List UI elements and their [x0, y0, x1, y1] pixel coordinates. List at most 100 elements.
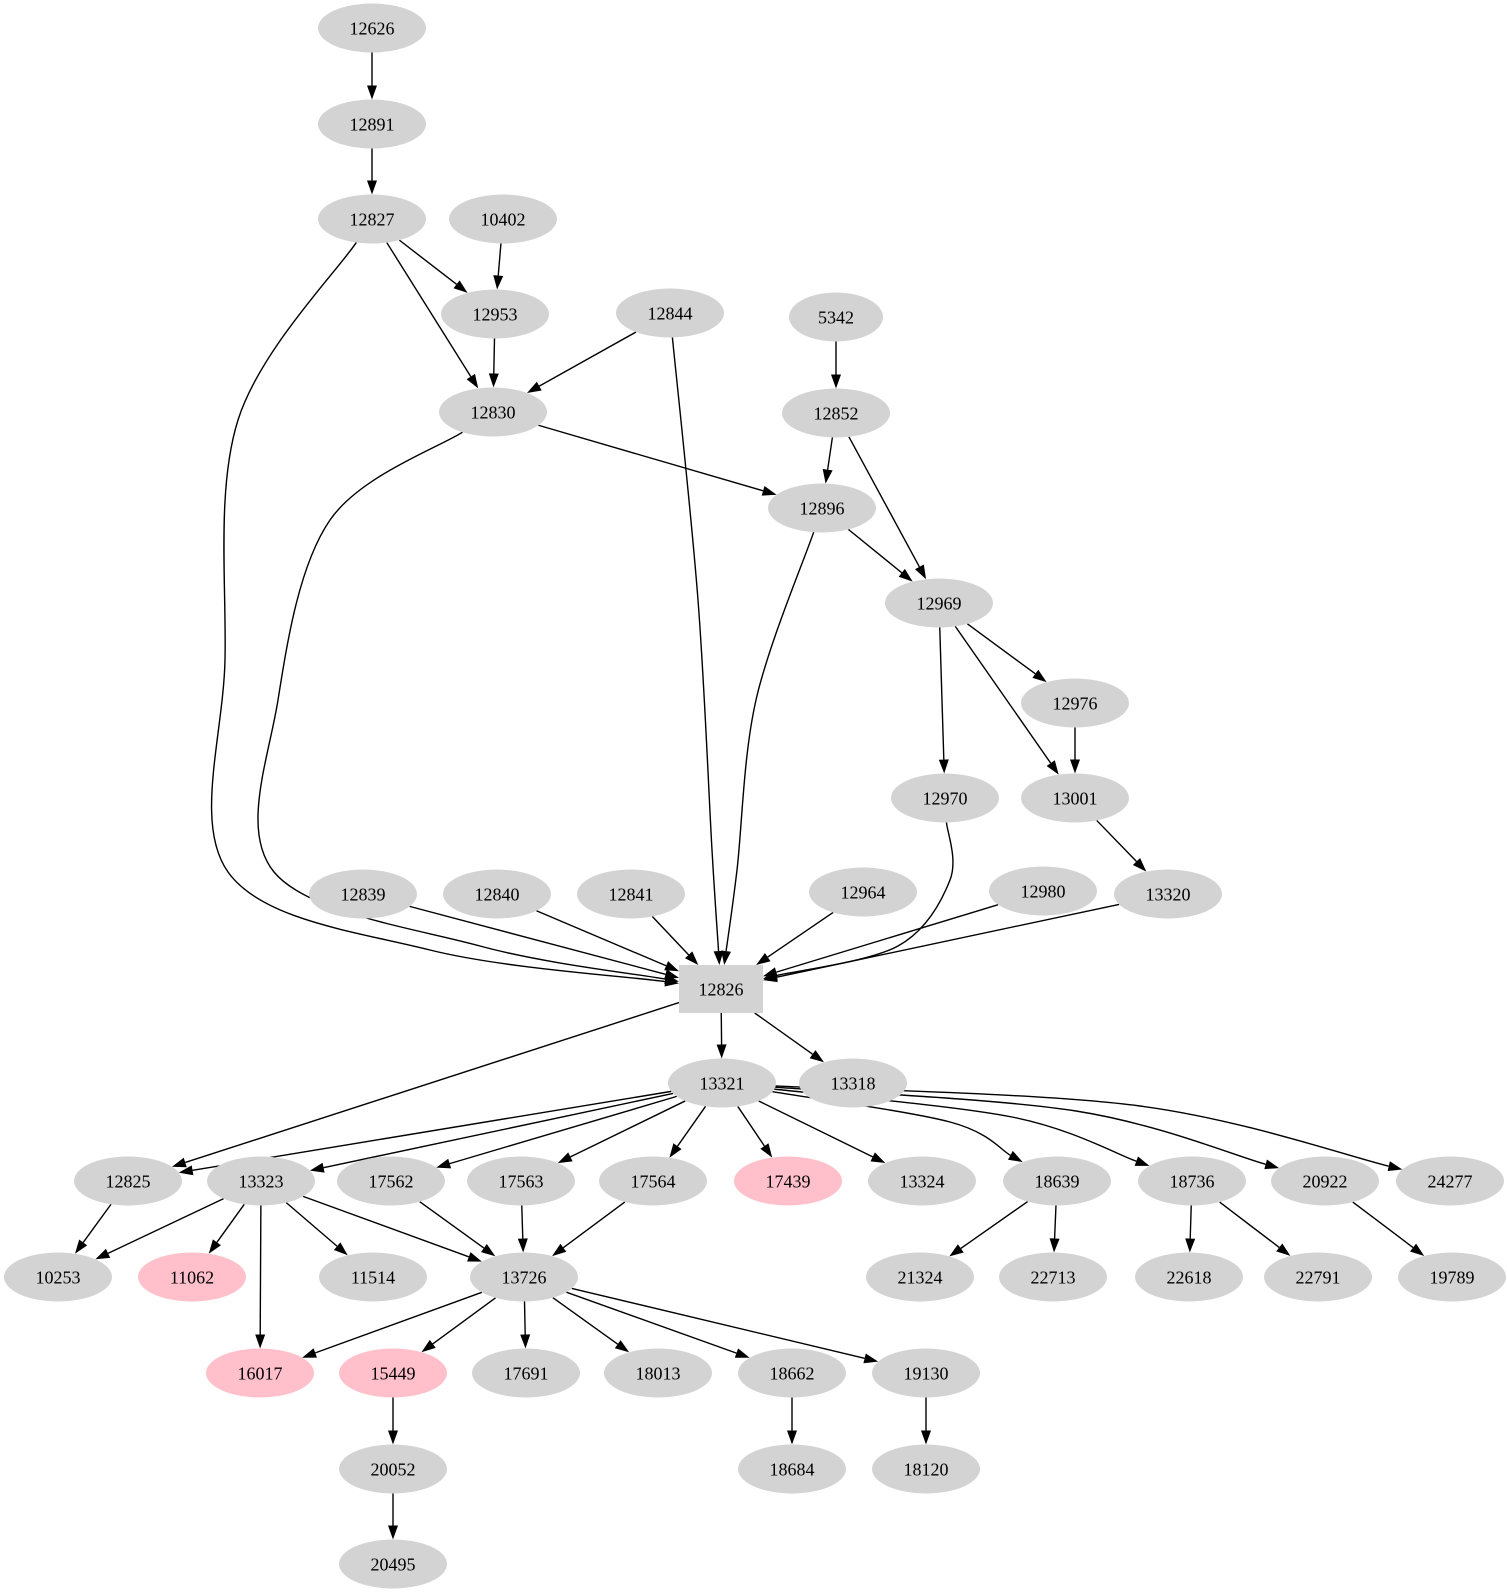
graph-edge-12830-12826: [257, 431, 666, 980]
node-label: 22791: [1296, 1267, 1341, 1287]
node-label: 17691: [504, 1363, 549, 1383]
node-label: 12626: [350, 18, 395, 38]
arrowhead-icon: [436, 1158, 452, 1169]
node-ellipse-shape: [337, 1156, 445, 1206]
node-ellipse-shape: [206, 1348, 314, 1398]
node-ellipse-shape: [782, 388, 890, 438]
arrowhead-icon: [1134, 1156, 1150, 1166]
arrowhead-icon: [367, 180, 377, 195]
graph-edge-12825-10253: [82, 1203, 112, 1243]
node-ellipse-shape: [472, 1348, 580, 1398]
graph-node-13001: 13001: [1021, 773, 1129, 823]
node-ellipse-shape: [318, 3, 426, 53]
node-label: 12953: [473, 304, 518, 324]
node-ellipse-shape: [885, 578, 993, 628]
node-ellipse-shape: [443, 869, 551, 919]
node-label: 13726: [502, 1267, 547, 1287]
node-ellipse-shape: [866, 1252, 974, 1302]
graph-edge-13726-18013: [552, 1297, 619, 1345]
graph-node-22618: 22618: [1135, 1252, 1243, 1302]
graph-node-17439: 17439: [734, 1156, 842, 1206]
node-box-shape: [679, 965, 763, 1013]
node-label: 10402: [481, 209, 526, 229]
node-label: 12976: [1053, 693, 1098, 713]
graph-node-13323: 13323: [207, 1156, 315, 1206]
node-label: 18662: [770, 1363, 815, 1383]
edges-layer: [75, 52, 1425, 1540]
graph-node-12969: 12969: [885, 578, 993, 628]
node-ellipse-shape: [599, 1156, 707, 1206]
node-ellipse-shape: [1138, 1156, 1246, 1206]
node-ellipse-shape: [1021, 773, 1129, 823]
arrowhead-icon: [1410, 1243, 1425, 1256]
arrowhead-icon: [1032, 669, 1047, 683]
graph-node-18013: 18013: [604, 1348, 712, 1398]
graph-edge-18736-22791: [1219, 1201, 1280, 1249]
node-ellipse-shape: [339, 1348, 447, 1398]
node-ellipse-shape: [999, 1252, 1107, 1302]
graph-edge-13726-18662: [566, 1291, 737, 1354]
graph-edge-12827-12830: [386, 242, 472, 377]
node-label: 12852: [814, 403, 859, 423]
graph-edge-18736-22618: [1189, 1205, 1192, 1239]
graph-edge-17564-13726: [562, 1201, 626, 1249]
node-ellipse-shape: [891, 773, 999, 823]
graph-node-17562: 17562: [337, 1156, 445, 1206]
arrowhead-icon: [1276, 1243, 1291, 1256]
node-label: 18736: [1170, 1171, 1215, 1191]
arrowhead-icon: [614, 1340, 630, 1353]
arrowhead-icon: [921, 1430, 931, 1445]
graph-edge-12969-12970: [939, 627, 945, 760]
graph-edge-12896-12969: [847, 528, 903, 574]
graph-node-17691: 17691: [472, 1348, 580, 1398]
node-ellipse-shape: [319, 1252, 427, 1302]
graph-node-5342: 5342: [789, 292, 883, 342]
node-label: 18639: [1035, 1171, 1080, 1191]
graph-node-20922: 20922: [1271, 1156, 1379, 1206]
graph-node-12839: 12839: [309, 869, 417, 919]
node-ellipse-shape: [616, 288, 724, 338]
graph-edge-12953-12830: [493, 338, 496, 374]
arrowhead-icon: [488, 373, 499, 388]
node-ellipse-shape: [449, 194, 557, 244]
arrowhead-icon: [302, 1348, 317, 1358]
node-ellipse-shape: [604, 1348, 712, 1398]
node-label: 20495: [371, 1554, 416, 1574]
graph-edge-13323-11514: [285, 1202, 338, 1247]
graph-node-10402: 10402: [449, 194, 557, 244]
node-label: 20922: [1303, 1171, 1348, 1191]
arrowhead-icon: [863, 1353, 879, 1364]
graph-node-11062: 11062: [138, 1252, 246, 1302]
arrowhead-icon: [493, 275, 504, 290]
graph-edge-13321-18639: [772, 1090, 1011, 1156]
node-ellipse-shape: [872, 1348, 980, 1398]
node-label: 17439: [766, 1171, 811, 1191]
arrowhead-icon: [809, 1050, 824, 1063]
node-label: 12896: [800, 498, 845, 518]
graph-node-12830: 12830: [439, 387, 547, 437]
graph-edge-13321-13324: [758, 1100, 874, 1158]
node-label: 12969: [917, 593, 962, 613]
node-ellipse-shape: [789, 292, 883, 342]
arrowhead-icon: [255, 1334, 266, 1349]
graph-node-20052: 20052: [339, 1444, 447, 1494]
arrowhead-icon: [760, 1143, 773, 1158]
graph-node-22713: 22713: [999, 1252, 1107, 1302]
node-ellipse-shape: [4, 1252, 112, 1302]
arrowhead-icon: [1008, 1150, 1023, 1163]
node-label: 22618: [1167, 1267, 1212, 1287]
node-ellipse-shape: [1396, 1156, 1504, 1206]
graph-edge-13323-16017: [259, 1205, 262, 1335]
graph-node-12891: 12891: [318, 99, 426, 149]
node-label: 13320: [1146, 884, 1191, 904]
graph-edge-13320-12826: [776, 903, 1120, 978]
node-ellipse-shape: [738, 1348, 846, 1398]
graph-node-10253: 10253: [4, 1252, 112, 1302]
arrowhead-icon: [172, 1157, 187, 1168]
arrowhead-icon: [716, 1044, 727, 1059]
node-label: 12825: [106, 1171, 151, 1191]
graph-node-20495: 20495: [339, 1539, 447, 1589]
graph-node-12841: 12841: [577, 869, 685, 919]
node-ellipse-shape: [467, 1156, 575, 1206]
graph-node-18736: 18736: [1138, 1156, 1246, 1206]
